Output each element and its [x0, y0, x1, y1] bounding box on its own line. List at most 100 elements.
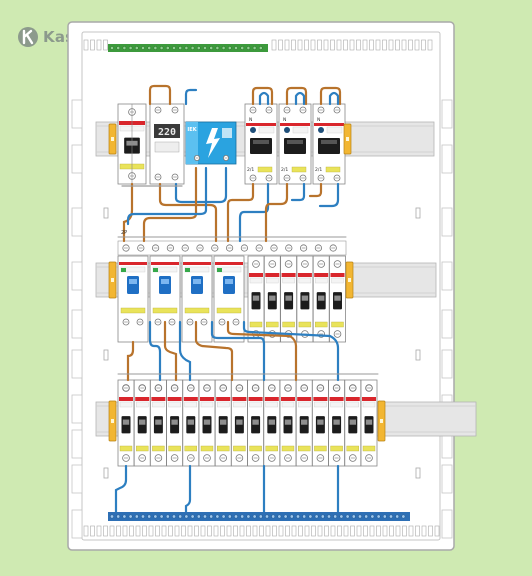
circuit-breaker — [247, 255, 265, 343]
vent-slot — [194, 525, 199, 537]
bus-screw — [345, 514, 350, 519]
kaspi-logo-icon — [18, 27, 38, 47]
bus-screw — [172, 46, 176, 50]
rcd-bottom-label: 2/1 — [315, 167, 322, 173]
vent-slot — [200, 525, 206, 537]
bus-screw — [339, 514, 344, 519]
bus-screw — [308, 514, 313, 519]
bus-screw — [134, 514, 139, 519]
side-slot — [71, 261, 83, 291]
side-slot — [441, 207, 453, 237]
bus-screw — [184, 514, 189, 519]
vent-slot — [434, 525, 440, 537]
vent-slot — [187, 525, 193, 537]
vent-slot — [408, 525, 414, 537]
vent-slot — [337, 525, 342, 537]
neutral-wire — [210, 320, 266, 382]
neutral-wire — [178, 320, 192, 382]
vent-slot — [284, 39, 290, 51]
bus-screw — [159, 514, 164, 519]
bus-screw — [184, 46, 189, 50]
vent-slot — [278, 39, 283, 51]
neutral-wire — [242, 320, 340, 382]
blue-handle — [127, 276, 139, 294]
rcd-device: N2/1 — [244, 103, 278, 185]
neutral-wire — [184, 464, 192, 514]
side-slot — [71, 99, 83, 129]
test-button-icon — [318, 127, 324, 133]
vent-slot — [330, 39, 335, 51]
bus-screw — [240, 514, 245, 519]
vent-slot — [161, 525, 167, 537]
vent-slot — [142, 525, 147, 537]
circuit-breaker — [328, 379, 346, 467]
vent-slot — [259, 525, 264, 537]
circuit-breaker — [117, 379, 135, 467]
vent-slot — [402, 525, 407, 537]
circuit-breaker — [133, 379, 151, 467]
vent-slot — [401, 39, 407, 51]
vent-slot — [421, 39, 426, 51]
vent-slot — [272, 525, 277, 537]
phase-wire — [308, 182, 323, 198]
rcd-device: N 2/1 — [278, 103, 312, 185]
vent-slot — [382, 525, 388, 537]
vent-slot — [246, 525, 251, 537]
phase-wire — [251, 86, 274, 106]
rcd-bottom-label: 2/1 — [247, 167, 254, 173]
vent-slot — [90, 39, 95, 51]
bus-screw — [147, 46, 152, 50]
bus-screw — [221, 514, 226, 519]
neutral-wire — [294, 91, 306, 106]
side-slot — [71, 429, 83, 459]
surge-protector: IEK — [185, 121, 237, 165]
bus-screw — [389, 514, 393, 519]
bus-screw — [153, 46, 158, 50]
rcd-top-label: N — [283, 117, 286, 123]
bus-screw — [165, 514, 170, 519]
bus-screw — [209, 514, 214, 519]
rcd-bottom-label: 2/1 — [281, 167, 288, 173]
side-slot — [441, 99, 453, 129]
vent-slot — [388, 39, 394, 51]
bus-screw — [376, 514, 381, 519]
vent-slot — [233, 525, 238, 537]
neutral-wire — [184, 88, 198, 106]
circuit-breaker — [198, 379, 216, 467]
mount-hole — [103, 349, 109, 361]
side-slot — [71, 309, 83, 339]
vent-slot — [428, 525, 433, 537]
side-slot — [71, 464, 83, 494]
bus-screw — [172, 514, 176, 519]
side-slot — [71, 509, 83, 539]
vent-slot — [96, 39, 102, 51]
vent-slot — [83, 525, 89, 537]
bus-screw — [159, 46, 164, 50]
circuit-breaker — [279, 379, 297, 467]
bus-screw — [128, 46, 133, 50]
bus-screw — [141, 514, 145, 519]
phase-wire — [163, 320, 178, 382]
circuit-breaker — [280, 255, 298, 343]
vent-slot — [168, 525, 173, 537]
circuit-breaker — [247, 379, 265, 467]
bus-screw — [196, 46, 201, 50]
vent-slot — [181, 525, 186, 537]
bus-screw — [401, 514, 406, 519]
vent-slot — [350, 525, 355, 537]
vent-slot — [291, 525, 297, 537]
neutral-wire — [174, 166, 228, 204]
neutral-wire — [318, 182, 340, 208]
rcd-device: N2/1 — [312, 103, 346, 185]
vent-slot — [343, 39, 348, 51]
side-slot — [441, 509, 453, 539]
top-bus-bar — [108, 44, 268, 52]
circuit-breaker — [344, 379, 362, 467]
vent-slot — [395, 525, 401, 537]
side-slot — [441, 349, 453, 379]
vent-slot — [363, 525, 368, 537]
bus-screw — [190, 46, 195, 50]
indicator-green — [217, 268, 222, 272]
bus-screw — [234, 514, 238, 519]
test-button-icon — [284, 127, 290, 133]
